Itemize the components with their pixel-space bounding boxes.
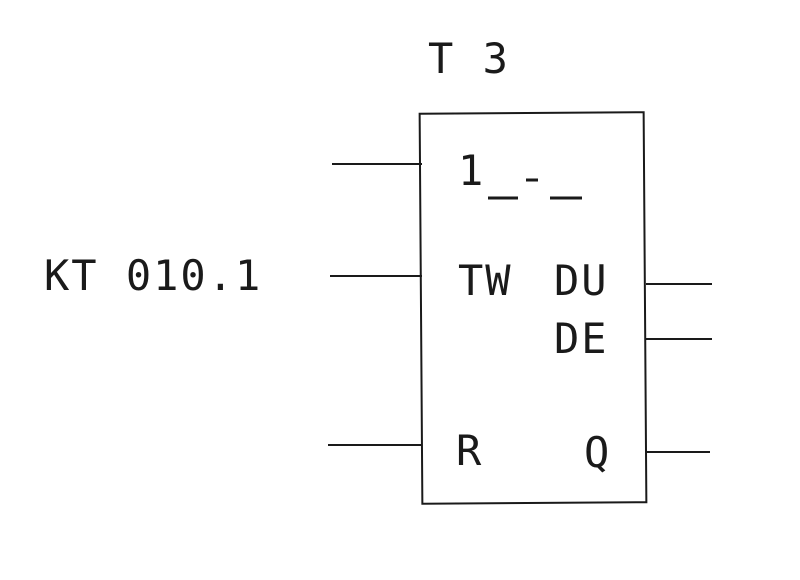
binary-output-wire [646,283,712,285]
time-value-input-wire [330,275,422,277]
timer-title: T 3 [428,34,510,83]
constant-label: KT 010.1 [44,251,263,300]
start-input-label: 1 [458,146,486,195]
start-input-wire [332,163,422,165]
status-output-wire [646,451,710,453]
reset-label: R [456,426,484,475]
pulse-icon [488,178,582,200]
timer-block [418,111,648,505]
bcd-output-wire [646,338,712,340]
binary-output-label: DU [554,256,609,305]
status-output-label: Q [584,428,612,477]
bcd-output-label: DE [554,314,609,363]
time-value-label: TW [458,256,513,305]
reset-input-wire [328,444,422,446]
